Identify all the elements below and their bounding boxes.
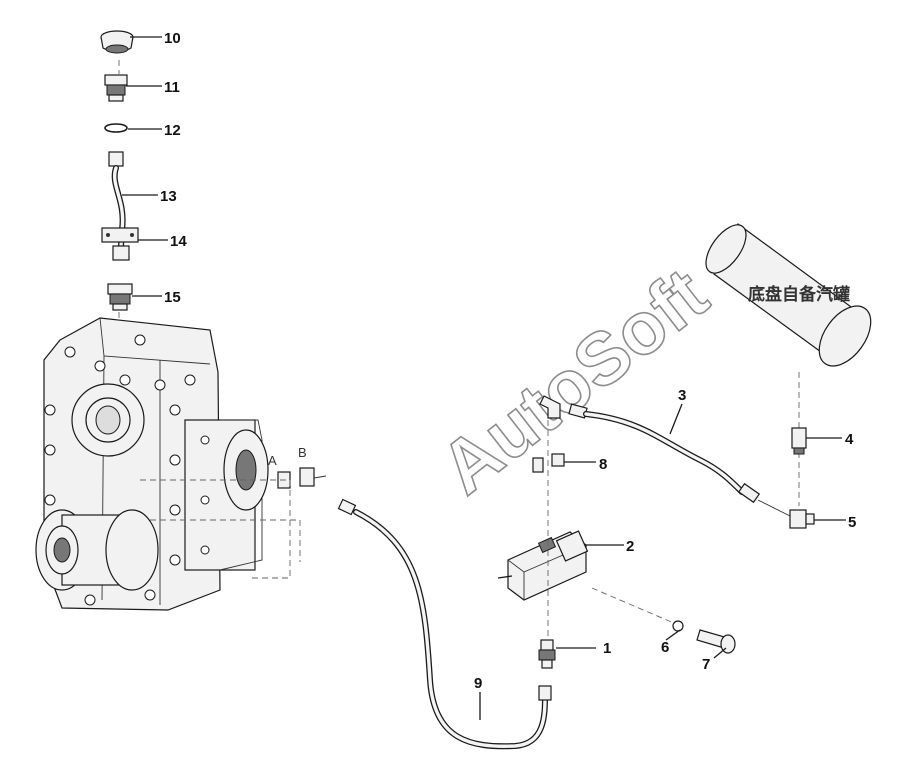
callout-1: 1 — [603, 640, 611, 657]
part-8-fitting-pair — [532, 453, 565, 473]
part-1-fitting — [538, 639, 556, 669]
callout-13: 13 — [160, 188, 177, 205]
part-6-washer — [672, 620, 684, 632]
callout-7: 7 — [702, 656, 710, 673]
callout-4: 4 — [845, 431, 854, 448]
callout-6: 6 — [661, 639, 669, 656]
part-9-hose — [337, 498, 552, 750]
part-11-fitting — [104, 74, 128, 102]
hose-3-to-part-5 — [757, 499, 791, 517]
callout-8: 8 — [599, 456, 607, 473]
part-13-pipe — [108, 151, 130, 261]
callout-14: 14 — [170, 233, 187, 250]
port-plug-b — [299, 467, 327, 487]
axis-line-valve-bolt — [591, 587, 677, 625]
section-mark-b: B — [298, 445, 307, 460]
leader-dashed-b — [150, 519, 301, 562]
part-12-o-ring — [104, 123, 128, 133]
part-15-adapter — [107, 283, 133, 311]
callout-5: 5 — [848, 514, 856, 531]
part-3-hose — [568, 403, 761, 504]
watermark-text: AutoSoft — [425, 252, 722, 510]
part-5-tee-fitting — [789, 509, 815, 529]
callout-leaders — [122, 36, 846, 720]
callout-10: 10 — [164, 30, 181, 47]
callout-2: 2 — [626, 538, 634, 555]
part-2-solenoid-valve — [497, 530, 589, 601]
callout-15: 15 — [164, 289, 181, 306]
leader-dashed-a — [140, 479, 291, 579]
section-mark-a: A — [268, 453, 277, 468]
part-14-clamp — [101, 227, 139, 243]
elbow-fitting-top — [539, 395, 561, 419]
callout-3: 3 — [678, 387, 686, 404]
callout-12: 12 — [164, 122, 181, 139]
callout-9: 9 — [474, 675, 482, 692]
gearbox-housing — [35, 317, 269, 611]
part-10-cap — [100, 30, 134, 54]
part-7-bolt — [696, 629, 736, 654]
callout-11: 11 — [164, 79, 180, 96]
part-4-fitting — [791, 427, 807, 455]
tank-label: 底盘自备汽罐 — [748, 284, 850, 305]
chassis-air-tank: 底盘自备汽罐 — [705, 223, 872, 367]
